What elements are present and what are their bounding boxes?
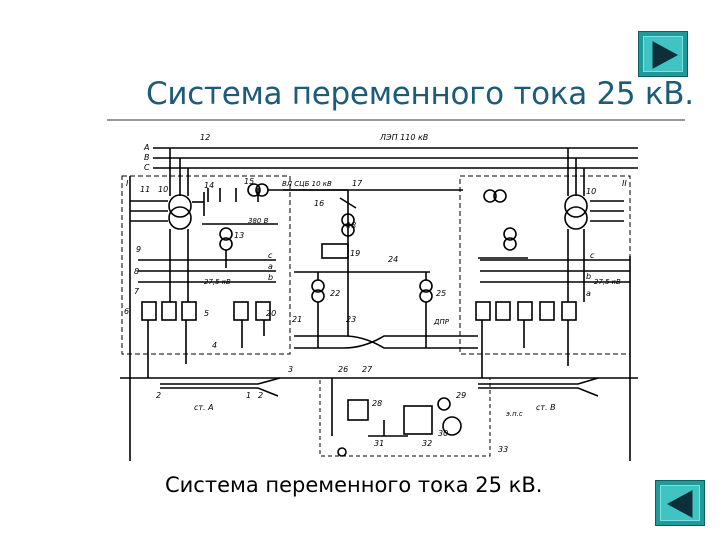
- label-16: 16: [314, 199, 324, 208]
- label-dpr: ДПР: [433, 318, 450, 326]
- slide-caption: Система переменного тока 25 кВ.: [165, 473, 543, 497]
- label-19: 19: [350, 249, 360, 258]
- label-bus-c-right: c: [590, 251, 595, 260]
- label-6: 6: [124, 307, 129, 316]
- label-26: 26: [338, 365, 348, 374]
- label-25: 25: [436, 289, 446, 298]
- label-275-right: 27,5 кВ: [594, 278, 621, 286]
- schematic-lines: [120, 147, 638, 461]
- previous-slide-button[interactable]: [655, 480, 705, 526]
- label-2: 2: [156, 391, 161, 400]
- label-30: 30: [438, 429, 448, 438]
- title-divider: [107, 119, 685, 121]
- label-bus-b-right: b: [586, 272, 591, 281]
- label-18: 18: [346, 221, 356, 230]
- label-22: 22: [330, 289, 340, 298]
- label-sub-2: II: [622, 179, 627, 188]
- triangle-left-icon: [666, 490, 693, 518]
- label-275-left: 27,5 кВ: [204, 278, 231, 286]
- triangle-right-icon: [652, 41, 679, 69]
- label-scb-line: ВЛ СЦБ 10 кВ: [282, 180, 332, 188]
- label-bus-b: b: [268, 273, 273, 282]
- label-29: 29: [456, 391, 466, 400]
- label-32: 32: [422, 439, 432, 448]
- label-380v: 380 В: [248, 217, 269, 225]
- label-sub-1: I: [126, 179, 129, 188]
- label-28: 28: [372, 399, 382, 408]
- label-bus-c: c: [268, 251, 273, 260]
- label-11: 11: [140, 185, 150, 194]
- label-14: 14: [204, 181, 214, 190]
- label-bus-a: a: [268, 262, 273, 271]
- label-17: 17: [352, 179, 363, 188]
- label-1: 1: [246, 391, 251, 400]
- next-slide-button[interactable]: [638, 31, 688, 77]
- label-station-b: ст. В: [536, 403, 556, 412]
- label-line-110: ЛЭП 110 кВ: [379, 133, 428, 142]
- next-button-face: [643, 36, 683, 72]
- label-13: 13: [234, 231, 244, 240]
- label-3: 3: [288, 365, 293, 374]
- label-2-right: 2: [258, 391, 263, 400]
- label-31: 31: [374, 439, 384, 448]
- slide-title: Система переменного тока 25 кВ.: [146, 76, 694, 112]
- label-33: 33: [498, 445, 508, 454]
- label-5: 5: [204, 309, 209, 318]
- label-phase-b: B: [144, 153, 150, 162]
- label-27: 27: [362, 365, 373, 374]
- power-system-schematic: 12 ЛЭП 110 кВ A B C I II 11 10 14 15 ВЛ …: [120, 133, 638, 461]
- label-15: 15: [244, 177, 254, 186]
- label-station-a: ст. А: [194, 403, 214, 412]
- label-9: 9: [136, 245, 141, 254]
- label-10: 10: [158, 185, 168, 194]
- label-phase-c: C: [144, 163, 150, 172]
- label-12: 12: [200, 133, 210, 142]
- label-23: 23: [346, 315, 356, 324]
- label-21: 21: [292, 315, 302, 324]
- label-7: 7: [134, 287, 140, 296]
- label-8: 8: [134, 267, 139, 276]
- label-4: 4: [212, 341, 217, 350]
- schematic-labels: 12 ЛЭП 110 кВ A B C I II 11 10 14 15 ВЛ …: [124, 133, 627, 454]
- label-24: 24: [388, 255, 398, 264]
- label-10-right: 10: [586, 187, 596, 196]
- label-20: 20: [266, 309, 276, 318]
- label-eps: э.п.с: [506, 410, 523, 418]
- label-phase-a: A: [143, 143, 149, 152]
- label-bus-a-right: a: [586, 289, 591, 298]
